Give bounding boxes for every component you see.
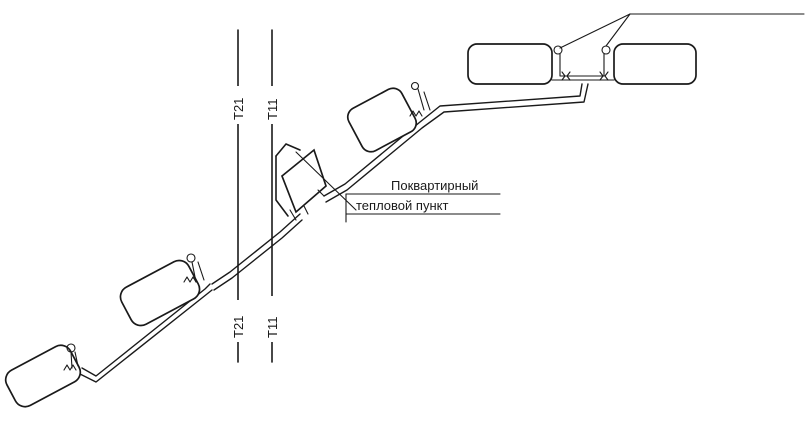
radiator-4-air-vent bbox=[553, 45, 563, 55]
radiator-1 bbox=[4, 343, 82, 408]
heat-point-outlet bbox=[289, 205, 309, 221]
riser-supply-gap-bottom bbox=[262, 296, 282, 342]
pipe-segment-1-inner bbox=[79, 289, 213, 383]
pipe-segment-2-inner bbox=[213, 219, 303, 291]
riser-return: T21 T21 bbox=[228, 29, 248, 363]
leader-line-left bbox=[559, 13, 631, 49]
riser-supply-gap-top bbox=[262, 86, 282, 124]
pipe-segment-1-outer bbox=[81, 283, 211, 377]
heat-point-callout: Поквартирный тепловой пункт bbox=[295, 151, 501, 223]
radiator-3-body bbox=[346, 87, 418, 153]
radiator-4-body bbox=[467, 43, 553, 85]
radiator-2-valve bbox=[183, 276, 197, 283]
radiator-2-air-vent bbox=[186, 253, 196, 263]
radiator-pair-connection bbox=[559, 53, 605, 77]
heat-point-connector bbox=[317, 189, 325, 197]
callout-text-line1: Поквартирный bbox=[391, 178, 478, 193]
radiator-3 bbox=[346, 81, 431, 153]
radiator-4-valve bbox=[561, 71, 571, 81]
pipe-segment-3-inner bbox=[325, 83, 589, 203]
riser-return-label-top: T21 bbox=[231, 98, 246, 120]
pipe-segment-3-outer bbox=[323, 83, 583, 197]
riser-return-label-bottom: T21 bbox=[231, 316, 246, 338]
radiator-3-valve bbox=[409, 110, 423, 117]
radiator-5-valve bbox=[599, 71, 609, 81]
radiator-1-connection bbox=[70, 351, 79, 369]
radiator-1-body bbox=[4, 344, 82, 408]
leader-line-right bbox=[605, 13, 631, 47]
radiator-3-air-vent bbox=[410, 81, 420, 91]
riser-supply-label-bottom: T11 bbox=[265, 317, 280, 338]
radiator-2 bbox=[119, 253, 205, 327]
riser-return-gap-top bbox=[228, 86, 248, 124]
apartment-heat-point bbox=[275, 143, 327, 221]
radiator-5-air-vent bbox=[601, 45, 611, 55]
radiator-1-valve bbox=[63, 364, 77, 371]
pipe-segment-2-outer bbox=[211, 213, 301, 285]
radiator-3-connection bbox=[417, 88, 431, 111]
radiator-pair-leader bbox=[559, 13, 805, 49]
radiator-5-body bbox=[613, 43, 697, 85]
riser-supply: T11 T11 bbox=[262, 29, 282, 363]
distribution-pipes bbox=[79, 83, 589, 383]
radiator-2-connection bbox=[191, 261, 205, 283]
radiator-2-body bbox=[119, 259, 201, 327]
radiator-pair bbox=[467, 43, 697, 85]
riser-return-gap-bottom bbox=[228, 300, 248, 342]
callout-text-line2: тепловой пункт bbox=[356, 198, 448, 213]
heat-point-back-edge bbox=[275, 155, 289, 217]
heat-point-top-inlet bbox=[275, 143, 301, 157]
riser-supply-label-top: T11 bbox=[265, 99, 280, 120]
